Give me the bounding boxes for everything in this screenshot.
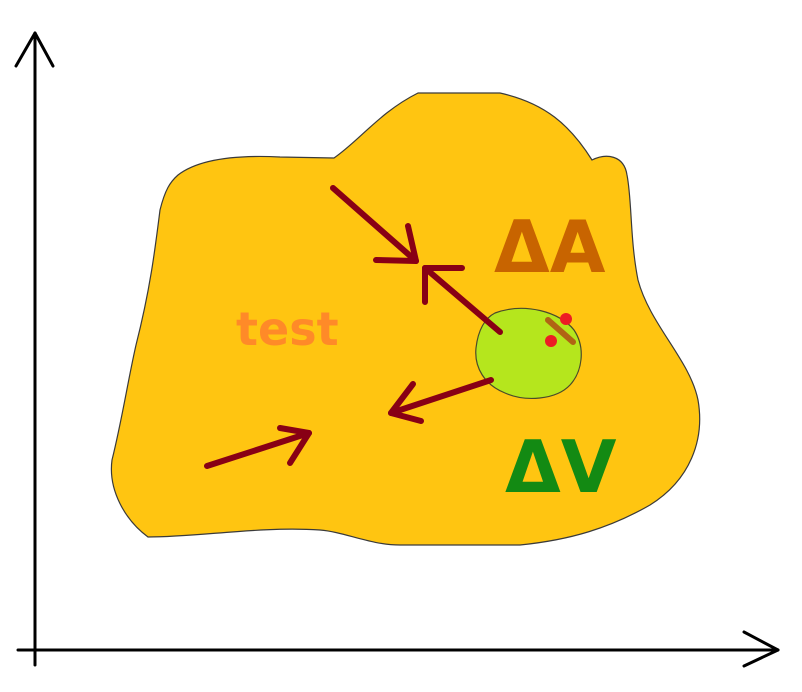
arrow-icon bbox=[204, 425, 312, 469]
region-blob bbox=[110, 92, 701, 546]
arrow-icon bbox=[330, 185, 419, 264]
red-dot bbox=[560, 313, 572, 325]
arrow-icon bbox=[422, 265, 503, 335]
y-axis-arrowhead-icon bbox=[14, 31, 55, 68]
coordinate-axes bbox=[14, 31, 780, 668]
force-arrows bbox=[204, 185, 503, 469]
x-axis-arrowhead-icon bbox=[742, 630, 780, 668]
arrow-icon bbox=[388, 377, 494, 424]
area-label: ΔA bbox=[494, 205, 606, 289]
area-element-mark bbox=[545, 317, 576, 345]
volume-label: ΔV bbox=[505, 425, 617, 509]
red-dot bbox=[545, 335, 557, 347]
region-label: test bbox=[236, 302, 339, 356]
